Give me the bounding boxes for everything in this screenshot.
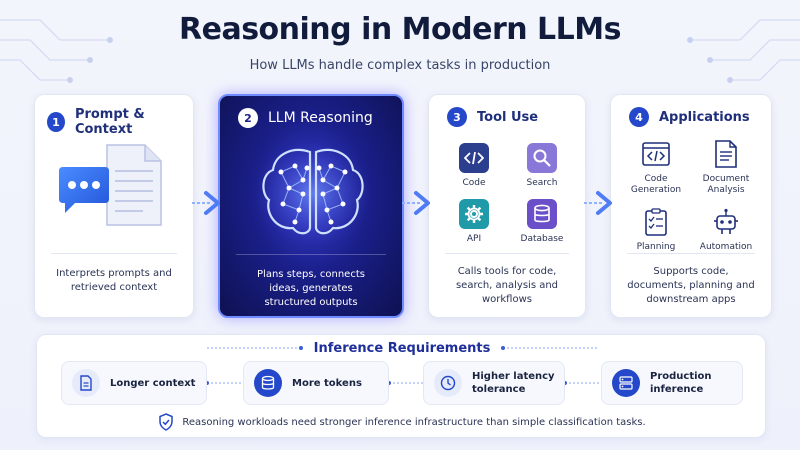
step-number-badge: 1 (47, 112, 65, 132)
requirement-more-tokens: More tokens (243, 361, 389, 405)
flow-arrow-icon (402, 191, 430, 215)
inference-requirements-panel: Inference Requirements Longer context Mo… (36, 334, 766, 438)
document-icon (72, 369, 100, 397)
step-number-badge: 3 (447, 107, 467, 127)
connector-lines (205, 381, 601, 385)
step-card-llm-reasoning: 2 LLM Reasoning Plans steps, connects id… (218, 94, 404, 318)
app-label: Automation (699, 242, 753, 252)
footer-note: Reasoning workloads need stronger infere… (182, 416, 646, 428)
flow-arrow-icon (192, 191, 220, 215)
step-card-description: Interprets prompts and retrieved context (56, 268, 172, 293)
app-label: Planning (636, 242, 676, 252)
brain-network-icon (255, 141, 371, 245)
step-card-header: 2 LLM Reasoning (238, 108, 373, 128)
step-card-description: Calls tools for code, search, analysis a… (455, 266, 559, 305)
database-icon (254, 369, 282, 397)
tool-label: Search (526, 178, 558, 188)
database-icon (527, 199, 557, 229)
step-card-tool-use: 3 Tool Use Code Search API Database Call… (428, 94, 586, 318)
circuit-decoration-left (0, 19, 113, 83)
step-card-title: Tool Use (477, 109, 539, 125)
step-card-title: Prompt & Context (74, 107, 145, 137)
requirement-label: Longer context (110, 377, 196, 389)
card-divider (51, 253, 177, 254)
step-card-title: LLM Reasoning (268, 110, 373, 126)
step-number-badge: 4 (629, 107, 649, 127)
clock-icon (434, 369, 462, 397)
app-tile-planning: Planning (621, 207, 691, 253)
tool-label: Code (462, 178, 486, 188)
step-card-header: 3 Tool Use (447, 107, 538, 127)
tool-label: API (466, 234, 482, 244)
tool-tile-database: Database (507, 199, 577, 245)
page-title: Reasoning in Modern LLMs (179, 12, 621, 47)
inference-footer: Reasoning workloads need stronger infere… (37, 413, 767, 431)
requirement-label: More tokens (292, 377, 362, 389)
step-card-header: 4 Applications (629, 107, 750, 127)
page-subtitle: How LLMs handle complex tasks in product… (249, 58, 551, 73)
document-lines-icon (711, 139, 741, 169)
server-icon (612, 369, 640, 397)
card-divider (236, 254, 386, 255)
step-number-badge: 2 (238, 108, 258, 128)
title-divider-line (207, 346, 597, 350)
step-card-description: Supports code, documents, planning and d… (627, 266, 755, 305)
card-divider (445, 253, 569, 254)
code-window-icon (641, 139, 671, 169)
tool-label: Database (520, 234, 564, 244)
circuit-decoration-right (687, 19, 800, 83)
flow-arrow-icon (584, 191, 612, 215)
chat-bubble-icon (59, 167, 109, 213)
step-card-header: 1 Prompt & Context (47, 107, 193, 137)
tool-tile-search: Search (507, 143, 577, 189)
step-card-prompt-context: 1 Prompt & Context Interprets prompts an… (34, 94, 194, 318)
step-card-description: Plans steps, connects ideas, generates s… (257, 269, 365, 308)
inference-title: Inference Requirements (313, 341, 491, 356)
step-card-title: Applications (659, 109, 750, 125)
code-icon (459, 143, 489, 173)
tool-tile-api: API (439, 199, 509, 245)
tool-tile-code: Code (439, 143, 509, 189)
search-icon (527, 143, 557, 173)
gear-icon (459, 199, 489, 229)
document-icon (106, 144, 162, 226)
card-divider (627, 253, 755, 254)
checklist-icon (641, 207, 671, 237)
robot-icon (711, 207, 741, 237)
requirement-longer-context: Longer context (61, 361, 207, 405)
shield-check-icon (159, 413, 174, 431)
app-tile-automation: Automation (691, 207, 761, 253)
